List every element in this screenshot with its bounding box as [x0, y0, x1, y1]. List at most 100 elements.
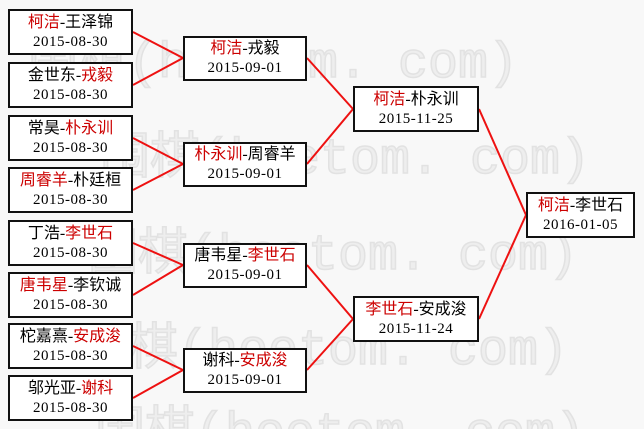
match-box-r1-m6: 唐韦星-李钦诚 2015-08-30: [8, 272, 133, 318]
match-date: 2015-08-30: [33, 86, 108, 103]
match-players: 柯洁-朴永训: [373, 90, 458, 110]
match-box-r2-m1: 柯洁-戎毅 2015-09-01: [183, 36, 307, 81]
match-box-sf-m2: 李世石-安成浚 2015-11-24: [353, 296, 479, 342]
match-players: 李世石-安成浚: [365, 300, 466, 320]
dash-separator: -: [242, 247, 248, 264]
match-date: 2015-08-30: [33, 191, 108, 208]
match-box-r1-m7: 柁嘉熹-安成浚 2015-08-30: [8, 323, 133, 369]
dash-separator: -: [59, 224, 66, 242]
dash-separator: -: [75, 66, 82, 84]
match-date: 2015-11-25: [378, 110, 454, 127]
player-1: 柯洁: [27, 13, 60, 31]
match-date: 2015-09-01: [207, 166, 283, 182]
dash-separator: -: [242, 40, 248, 57]
dash-separator: -: [67, 327, 74, 345]
dash-separator: -: [59, 119, 66, 137]
player-1: 常昊: [27, 119, 60, 137]
player-2: 戎毅: [247, 40, 280, 57]
player-2: 安成浚: [418, 300, 467, 318]
dash-separator: -: [75, 379, 82, 397]
match-box-r2-m2: 朴永训-周睿羊 2015-09-01: [183, 142, 307, 187]
player-2: 安成浚: [239, 352, 288, 369]
connector-line: [132, 31, 184, 59]
match-date: 2015-08-30: [33, 139, 108, 156]
player-1: 朴永训: [194, 146, 243, 163]
player-1: 唐韦星: [19, 276, 68, 294]
match-box-final: 柯洁-李世石 2016-01-05: [526, 192, 635, 238]
match-players: 柯洁-李世石: [538, 196, 623, 216]
match-date: 2015-09-01: [207, 60, 283, 76]
match-players: 周睿羊-朴廷桓: [20, 171, 121, 191]
player-1: 唐韦星: [194, 247, 243, 264]
match-date: 2015-09-01: [207, 372, 283, 388]
match-box-r1-m1: 柯洁-王泽锦 2015-08-30: [8, 9, 133, 55]
dash-separator: -: [242, 146, 248, 163]
player-1: 邬光亚: [27, 379, 76, 397]
player-2: 朴永训: [65, 119, 114, 137]
match-date: 2015-08-30: [33, 244, 108, 261]
dash-separator: -: [234, 352, 240, 369]
connector-line: [132, 264, 184, 296]
match-date: 2015-08-30: [33, 33, 108, 50]
player-1: 柯洁: [210, 40, 243, 57]
player-2: 王泽锦: [65, 13, 114, 31]
player-2: 李世石: [575, 196, 624, 214]
player-2: 谢科: [81, 379, 114, 397]
player-1: 李世石: [365, 300, 414, 318]
connector-line: [478, 108, 527, 216]
connector-line: [132, 242, 184, 266]
match-players: 丁浩-李世石: [28, 224, 113, 244]
match-box-sf-m1: 柯洁-朴永训 2015-11-25: [353, 86, 479, 132]
player-2: 李世石: [247, 247, 296, 264]
player-2: 安成浚: [73, 327, 122, 345]
player-1: 柁嘉熹: [19, 327, 68, 345]
match-box-r2-m3: 唐韦星-李世石 2015-09-01: [183, 243, 307, 288]
player-1: 周睿羊: [19, 171, 68, 189]
match-players: 邬光亚-谢科: [28, 379, 113, 399]
match-players: 唐韦星-李钦诚: [20, 276, 121, 296]
match-box-r1-m8: 邬光亚-谢科 2015-08-30: [8, 375, 133, 421]
match-players: 常昊-朴永训: [28, 119, 113, 139]
match-players: 柯洁-王泽锦: [28, 13, 113, 33]
match-date: 2015-08-30: [33, 399, 108, 416]
match-box-r2-m4: 谢科-安成浚 2015-09-01: [183, 348, 307, 393]
match-players: 金世东-戎毅: [28, 66, 113, 86]
dash-separator: -: [569, 196, 576, 214]
dash-separator: -: [59, 13, 66, 31]
player-2: 朴永训: [410, 90, 459, 108]
match-players: 谢科-安成浚: [202, 351, 287, 371]
connector-line: [306, 264, 354, 320]
match-players: 柁嘉熹-安成浚: [20, 327, 121, 347]
match-date: 2015-09-01: [207, 267, 283, 283]
connector-line: [132, 57, 184, 86]
match-date: 2015-08-30: [33, 296, 108, 313]
player-2: 朴廷桓: [73, 171, 122, 189]
connector-line: [132, 163, 184, 191]
match-players: 柯洁-戎毅: [210, 39, 279, 59]
match-box-r1-m5: 丁浩-李世石 2015-08-30: [8, 220, 133, 266]
connector-line: [306, 57, 354, 110]
player-1: 柯洁: [373, 90, 406, 108]
match-players: 唐韦星-李世石: [194, 246, 295, 266]
player-1: 谢科: [202, 352, 235, 369]
connector-line: [132, 345, 184, 371]
match-box-r1-m4: 周睿羊-朴廷桓 2015-08-30: [8, 167, 133, 213]
dash-separator: -: [67, 276, 74, 294]
player-2: 戎毅: [81, 66, 114, 84]
match-date: 2016-01-05: [543, 216, 618, 233]
player-2: 周睿羊: [247, 146, 296, 163]
dash-separator: -: [413, 300, 419, 318]
dash-separator: -: [405, 90, 411, 108]
connector-line: [478, 214, 527, 320]
match-box-r1-m2: 金世东-戎毅 2015-08-30: [8, 62, 133, 108]
match-date: 2015-11-24: [378, 320, 454, 337]
connector-line: [132, 137, 184, 165]
connector-line: [132, 369, 184, 399]
match-players: 朴永训-周睿羊: [194, 145, 295, 165]
match-box-r1-m3: 常昊-朴永训 2015-08-30: [8, 115, 133, 161]
player-2: 李钦诚: [73, 276, 122, 294]
connector-line: [306, 318, 354, 371]
player-1: 金世东: [27, 66, 76, 84]
